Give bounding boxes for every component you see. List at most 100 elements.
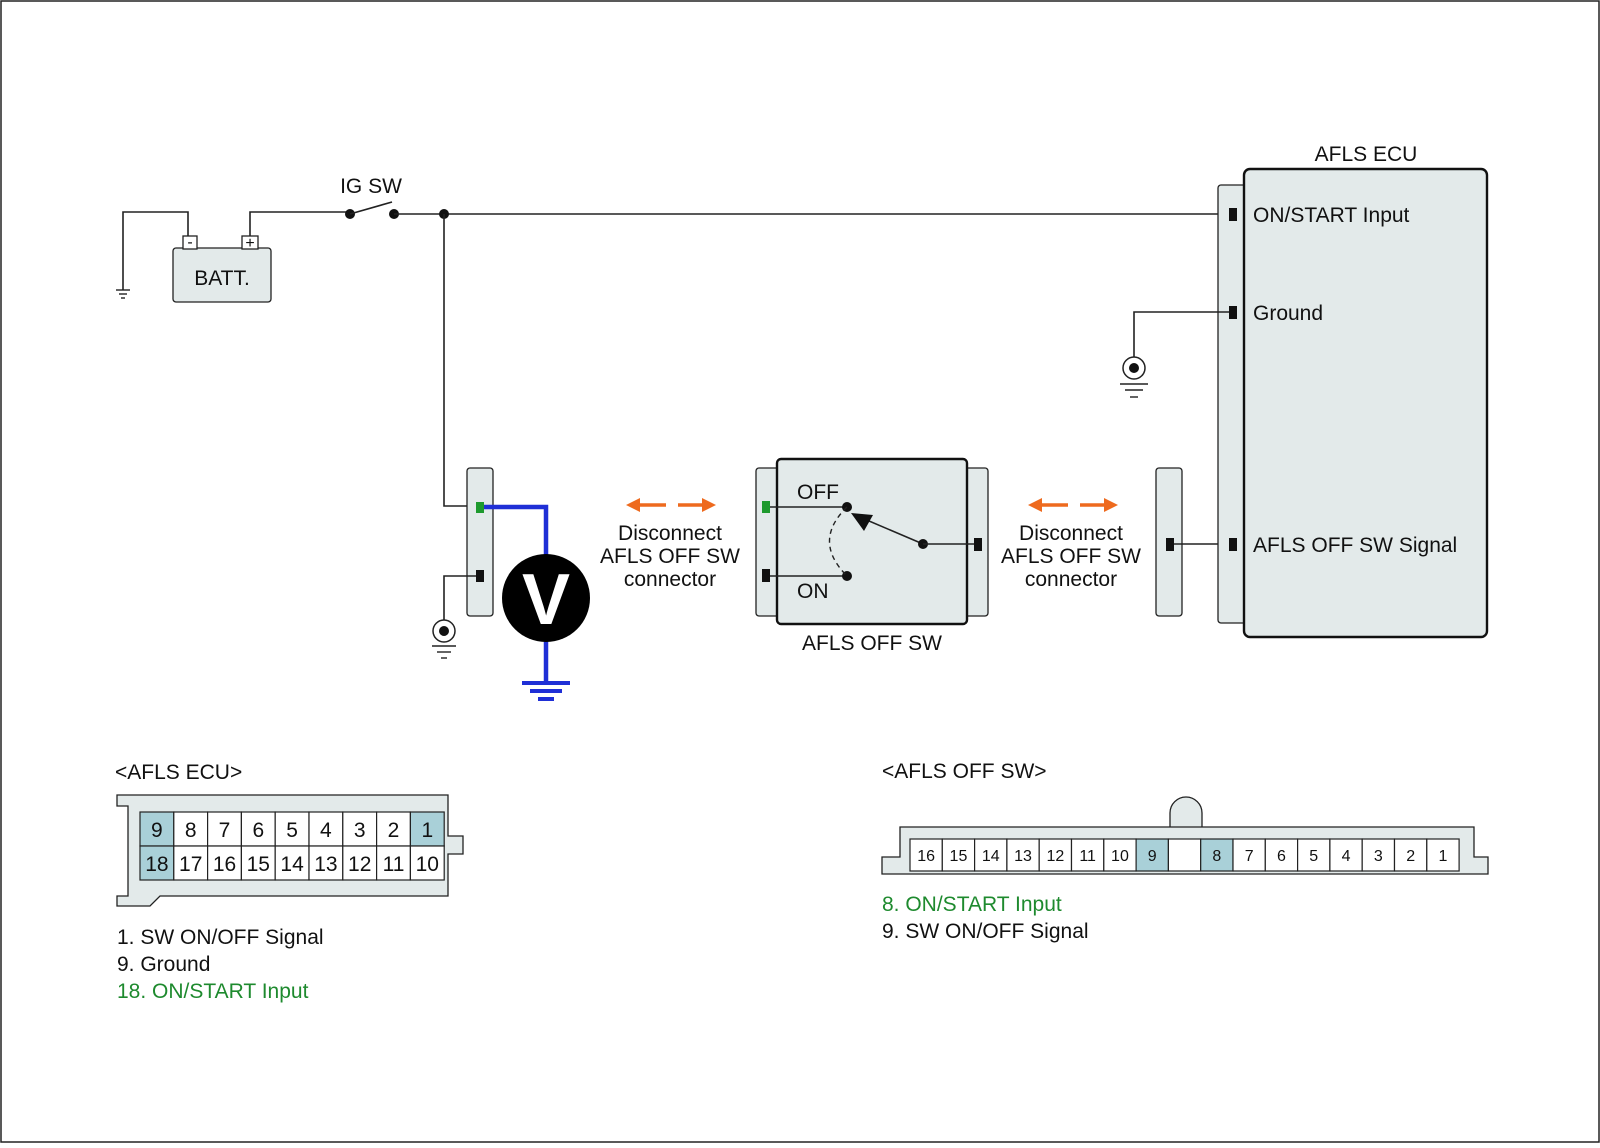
ecu-pin-6: 6 (252, 819, 264, 842)
switch-pin-10-cell (1103, 838, 1137, 872)
ecu-pin-16-cell (207, 845, 243, 881)
ecu-pin-4: 4 (320, 819, 332, 842)
voltmeter (502, 554, 590, 642)
switch-terminal-common (974, 538, 982, 551)
switch-off-label: OFF (797, 481, 839, 504)
switch-pin-11: 11 (1079, 848, 1096, 865)
switch-pin-8-cell (1200, 838, 1234, 872)
arrow-head-right-2 (1104, 498, 1118, 512)
switch-pin-16: 16 (917, 848, 935, 865)
switch-pin-8: 8 (1212, 848, 1221, 865)
battery-plus-sign: + (245, 235, 254, 252)
chassis-ground-right (1120, 356, 1148, 398)
switch-pin-15-cell (941, 838, 976, 872)
disconnect-left-line2: AFLS OFF SW (600, 545, 740, 568)
ecu-pin-7: 7 (219, 819, 231, 842)
ecu-pin-13: 13 (314, 853, 337, 876)
battery-positive-wire (249, 211, 350, 236)
ecu-pin-16: 16 (213, 853, 236, 876)
ecu-pin-on-start: ON/START Input (1253, 204, 1410, 227)
switch-connector-title: <AFLS OFF SW> (882, 760, 1047, 783)
ecu-pin-12: 12 (348, 853, 371, 876)
ecu-connector-title: <AFLS ECU> (115, 761, 242, 784)
switch-pin-14: 14 (982, 848, 1000, 865)
battery-group: - + BATT. (116, 211, 272, 303)
switch-pin-3: 3 (1374, 848, 1383, 865)
ecu-pin-2: 2 (388, 819, 400, 842)
harness-terminal-signal (1166, 538, 1174, 551)
ecu-pin-10: 10 (416, 853, 439, 876)
ecu-pin-4-cell (308, 811, 344, 847)
ecu-pin-17: 17 (179, 853, 202, 876)
switch-on-label: ON (797, 580, 829, 603)
ecu-pin-14: 14 (280, 853, 304, 876)
switch-pin-3-cell (1361, 838, 1396, 872)
switch-pin-11-cell (1070, 838, 1105, 872)
disconnect-right-line1: Disconnect (1019, 522, 1123, 545)
ecu-terminal-on-start (1229, 208, 1237, 221)
voltmeter-symbol: V (522, 560, 570, 640)
switch-pin-6: 6 (1277, 848, 1286, 865)
switch-pin-1-cell (1426, 838, 1460, 872)
switch-travel-arc (828, 506, 848, 577)
switch-label: AFLS OFF SW (802, 632, 942, 655)
ecu-pin-5: 5 (286, 819, 298, 842)
switch-pin-6-cell (1264, 838, 1299, 872)
switch-pin-1: 1 (1438, 848, 1447, 865)
switch-terminal-on (762, 569, 770, 582)
disconnect-right-line2: AFLS OFF SW (1001, 545, 1141, 568)
disconnect-left-line1: Disconnect (618, 522, 722, 545)
ecu-pin-8-cell (173, 811, 209, 847)
switch-pin-7-cell (1232, 838, 1266, 872)
ecu-legend-2: 9. Ground (117, 953, 210, 976)
afls-ecu (1242, 167, 1489, 639)
ground-symbol (116, 289, 130, 299)
switch-pin-5: 5 (1309, 848, 1318, 865)
ecu-pin-ground: Ground (1253, 302, 1323, 325)
switch-pin-7: 7 (1245, 848, 1254, 865)
ecu-pin-17-cell (173, 845, 209, 881)
ecu-pin-18: 18 (145, 853, 168, 876)
ecu-pin-11: 11 (383, 853, 405, 876)
arrow-head-right (702, 498, 716, 512)
switch-pin-2-cell (1393, 838, 1428, 872)
switch-legend-2: 9. SW ON/OFF Signal (882, 920, 1089, 943)
switch-pin-14-cell (973, 838, 1008, 872)
ecu-terminal-ground (1229, 306, 1237, 319)
harness-connector-left (466, 467, 494, 617)
switch-pin-12: 12 (1046, 848, 1064, 865)
switch-pin-10: 10 (1111, 848, 1129, 865)
ecu-pin-15-cell (240, 845, 276, 881)
ecu-pin-10-cell (409, 845, 445, 881)
switch-lever (861, 517, 924, 545)
ig-switch: IG SW (340, 175, 402, 219)
ecu-pin-7-cell (207, 811, 243, 847)
ecu-pin-2-cell (376, 811, 412, 847)
switch-pin-13: 13 (1014, 848, 1032, 865)
terminal-green (476, 502, 484, 513)
battery-negative-terminal (182, 235, 198, 250)
ecu-pin-14-cell (274, 845, 310, 881)
battery (172, 247, 272, 303)
ecu-pin-1: 1 (421, 819, 433, 842)
switch-pin-gap-cell (1167, 838, 1202, 872)
ecu-title: AFLS ECU (1315, 143, 1418, 166)
ecu-legend-1: 1. SW ON/OFF Signal (117, 926, 324, 949)
afls-off-switch (775, 457, 969, 626)
meter-ground (522, 681, 570, 701)
ecu-pin-8: 8 (185, 819, 197, 842)
disconnect-left-line3: connector (624, 568, 716, 591)
ecu-ground-wire (1133, 311, 1229, 362)
ecu-pin-3: 3 (354, 819, 366, 842)
ecu-pin-15: 15 (247, 853, 270, 876)
ig-switch-label: IG SW (340, 175, 402, 198)
battery-minus-sign: - (187, 234, 192, 251)
switch-pin-9: 9 (1148, 848, 1157, 865)
ecu-terminal-signal (1229, 538, 1237, 551)
switch-terminal-off (762, 501, 770, 513)
arrow-head-left-2 (1028, 498, 1042, 512)
terminal-ground (476, 570, 484, 582)
